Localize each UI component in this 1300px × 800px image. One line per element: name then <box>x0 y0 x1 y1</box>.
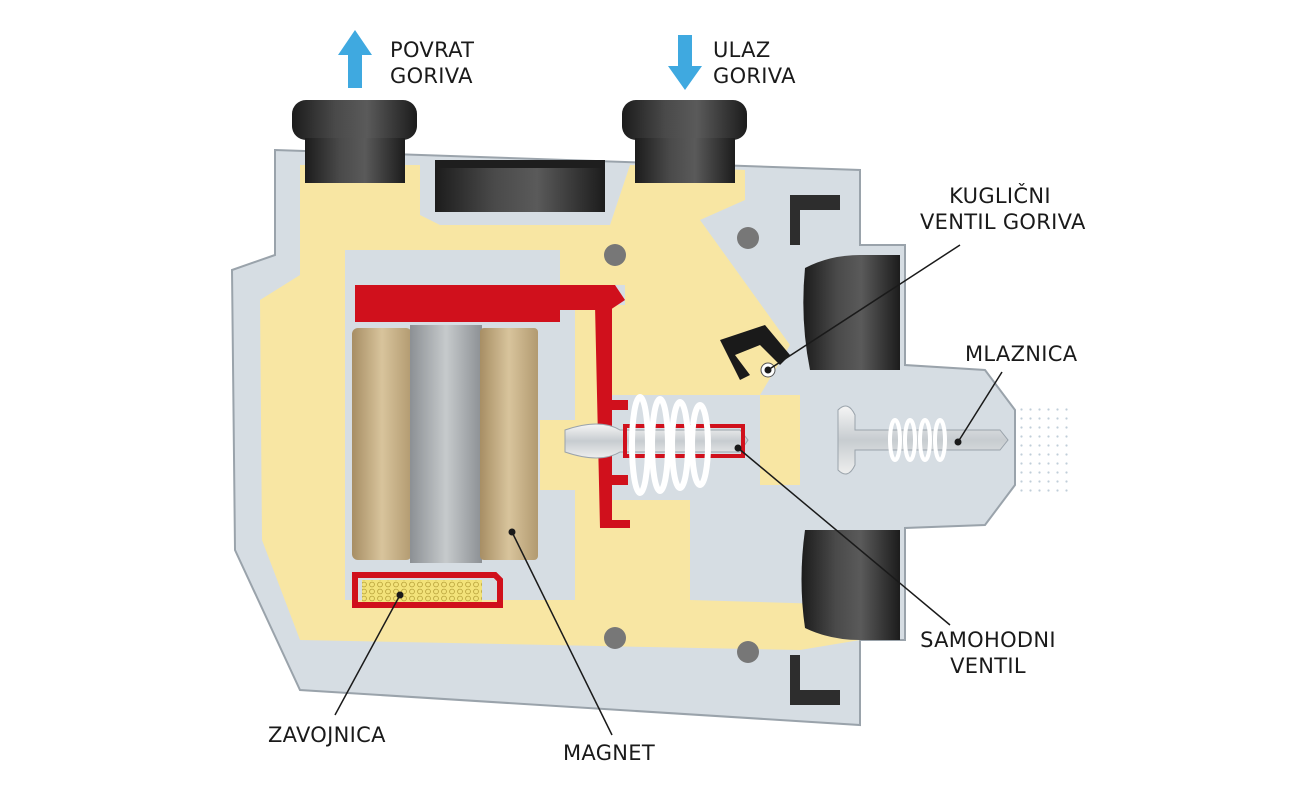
red-cage-front <box>595 305 630 528</box>
leader-dot <box>954 438 962 446</box>
top-cap <box>435 160 605 212</box>
ball-valve-seat <box>720 325 790 380</box>
leader-coil <box>334 594 401 716</box>
inlet-port-fitting <box>622 100 747 183</box>
coil-bottom <box>362 580 482 602</box>
return-port-fitting <box>292 100 417 183</box>
label-fuel-inlet: ULAZ GORIVA <box>713 37 796 89</box>
label-coil: ZAVOJNICA <box>268 722 386 748</box>
upper-seal <box>790 195 840 245</box>
o-ring <box>604 627 626 649</box>
red-cage-bottom <box>352 572 503 608</box>
magnet-core <box>410 325 482 563</box>
leader-self-valve <box>737 447 951 626</box>
label-fuel-inlet-line1: ULAZ <box>713 38 771 62</box>
magnet-left <box>352 328 412 560</box>
lower-ring <box>801 530 900 640</box>
label-self-valve: SAMOHODNI VENTIL <box>918 627 1058 679</box>
spring <box>629 394 711 496</box>
leader-dot <box>508 528 516 536</box>
down-arrow-icon <box>668 35 702 90</box>
label-self-valve-line2: VENTIL <box>950 654 1026 678</box>
magnet-right <box>480 328 538 560</box>
leader-nozzle <box>957 371 1003 443</box>
leader-ball-valve <box>767 244 961 371</box>
leader-dot <box>764 366 772 374</box>
label-fuel-inlet-line2: GORIVA <box>713 64 796 88</box>
lower-seal <box>790 655 840 705</box>
label-magnet-text: MAGNET <box>563 741 655 765</box>
o-ring <box>737 641 759 663</box>
nozzle-spring <box>888 418 947 462</box>
upper-ring <box>803 255 900 370</box>
label-return-fuel: POVRAT GORIVA <box>390 37 474 89</box>
spray <box>1018 408 1068 496</box>
leader-dot <box>396 591 404 599</box>
label-return-fuel-line1: POVRAT <box>390 38 475 62</box>
label-coil-text: ZAVOJNICA <box>268 723 386 747</box>
label-return-fuel-line2: GORIVA <box>390 64 473 88</box>
o-ring <box>737 227 759 249</box>
label-ball-valve-line1: KUGLIČNI <box>949 184 1051 208</box>
red-cage <box>355 285 625 322</box>
label-ball-valve-line2: VENTIL GORIVA <box>920 210 1086 234</box>
leader-magnet <box>511 531 613 736</box>
o-ring <box>604 244 626 266</box>
label-magnet: MAGNET <box>563 740 655 766</box>
leader-dot <box>734 444 742 452</box>
spring-sleeve-red <box>623 424 745 458</box>
up-arrow-icon <box>338 30 372 88</box>
label-nozzle-text: MLAZNICA <box>965 342 1078 366</box>
label-ball-valve: KUGLIČNI VENTIL GORIVA <box>920 183 1086 235</box>
label-self-valve-line1: SAMOHODNI <box>920 628 1056 652</box>
label-nozzle: MLAZNICA <box>965 341 1077 367</box>
nozzle-needle <box>837 405 1009 475</box>
